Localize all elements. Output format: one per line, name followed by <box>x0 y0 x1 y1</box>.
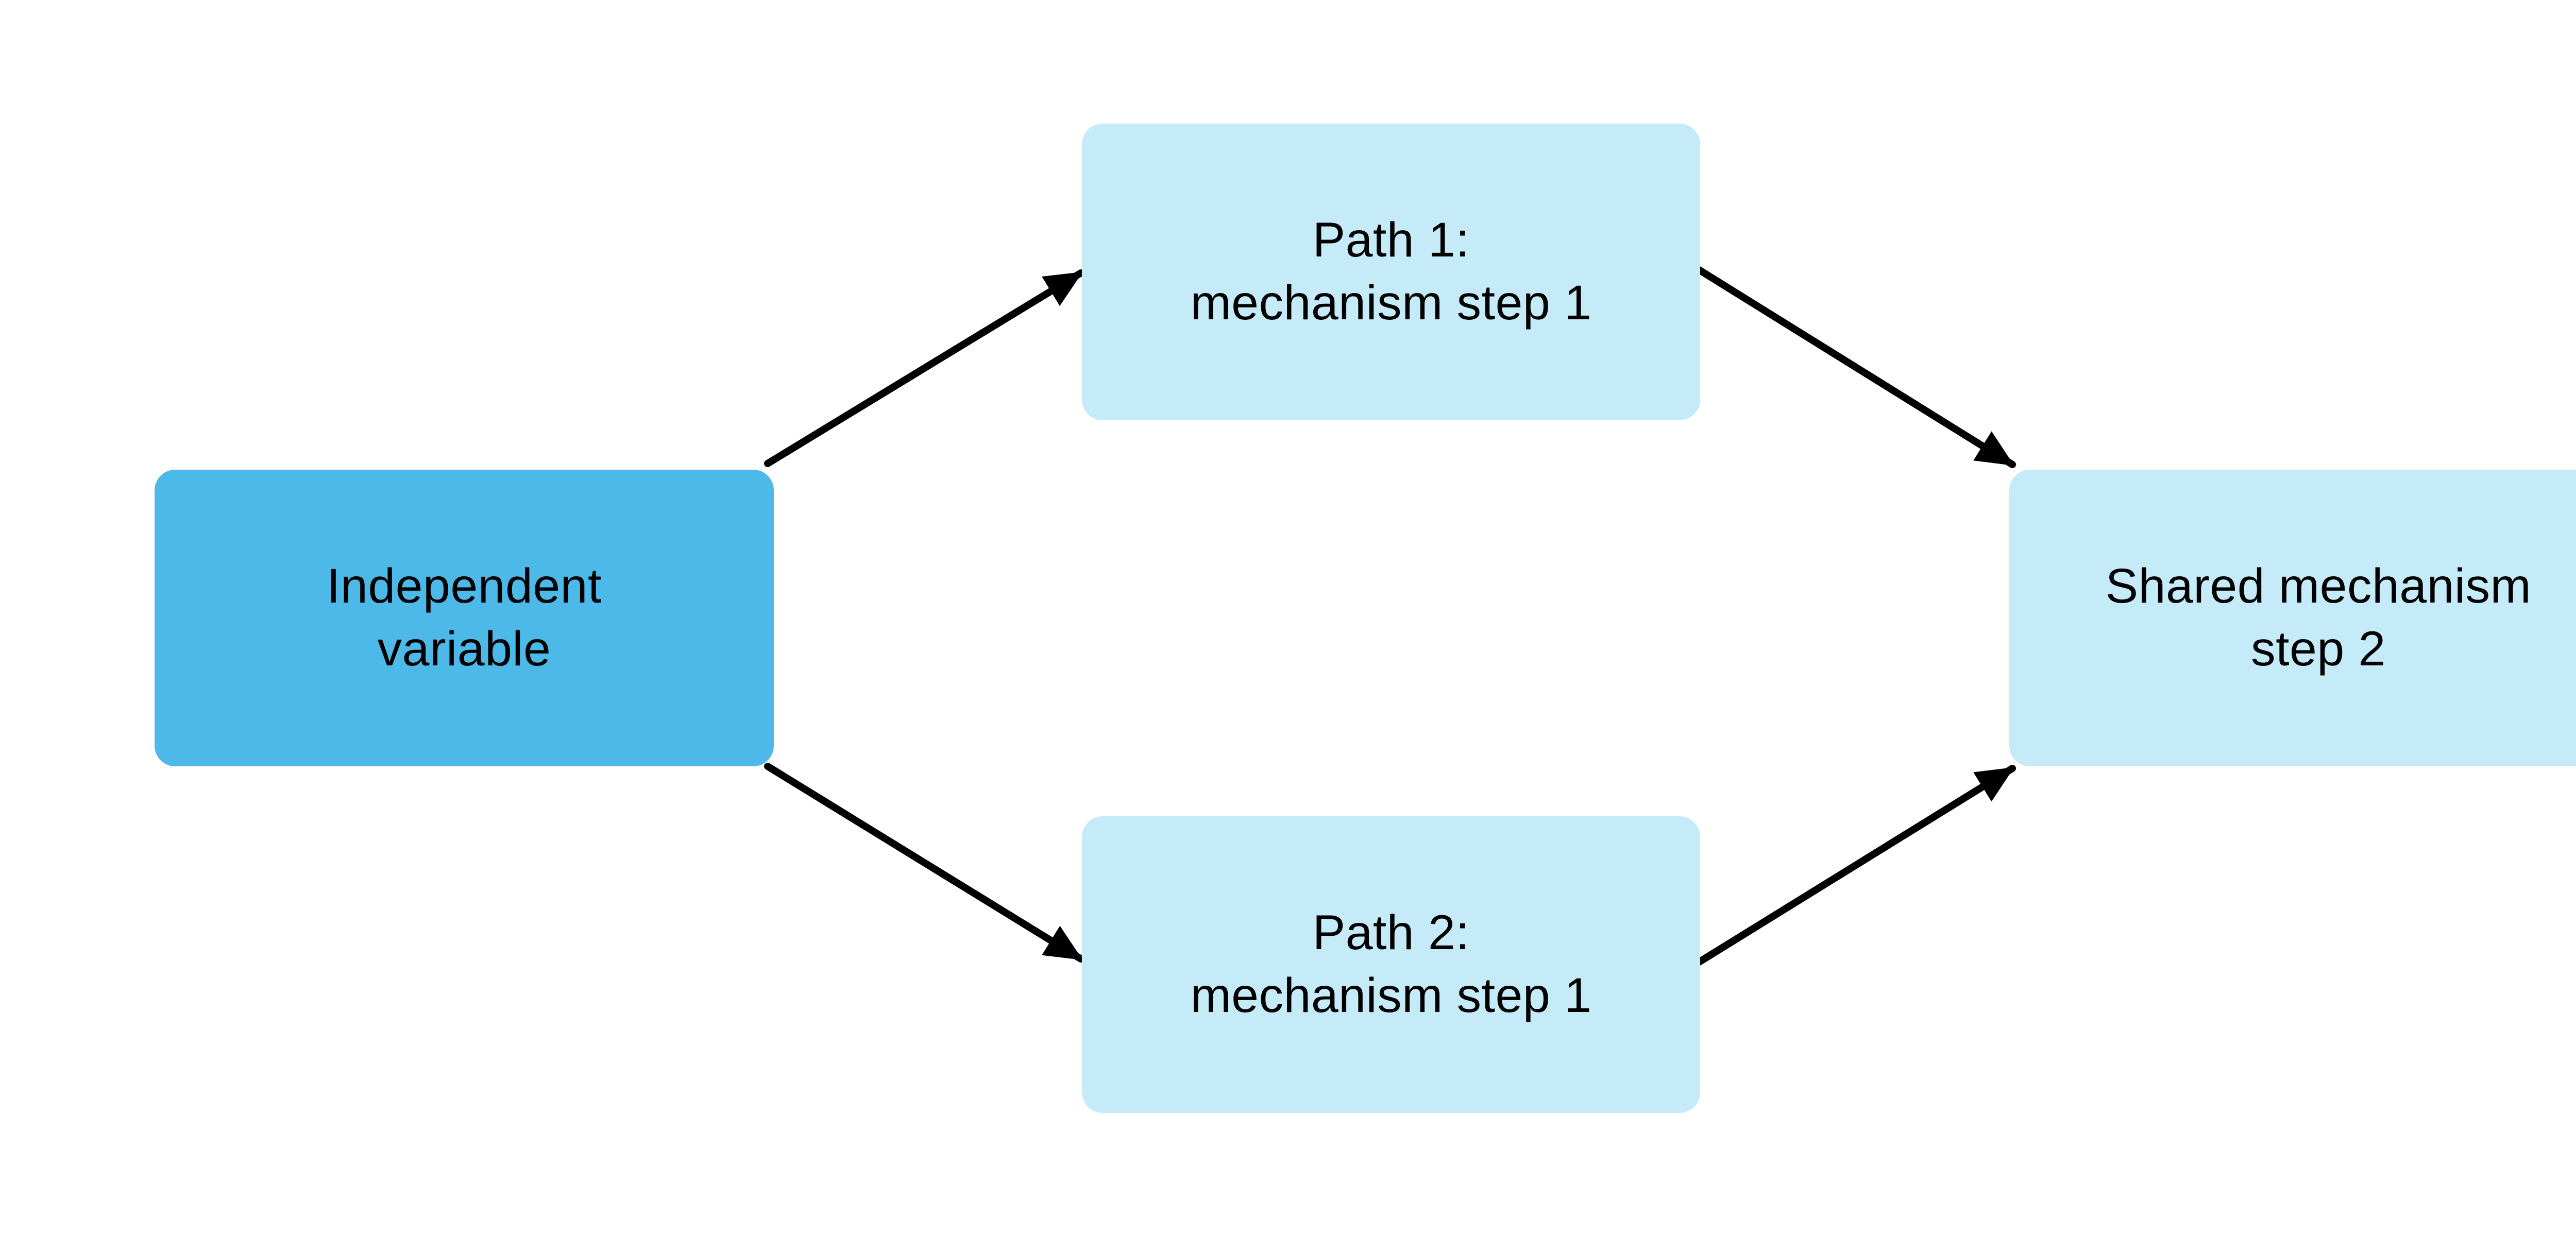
node-label-path-1-mechanism-step-1: Path 1: mechanism step 1 <box>1190 213 1592 330</box>
node-independent-variable[interactable]: Independent variable <box>155 470 774 766</box>
node-label-shared-mechanism-step-2: Shared mechanism step 2 <box>2105 559 2532 676</box>
node-label-independent-variable: Independent variable <box>327 559 602 676</box>
node-path-2-mechanism-step-1[interactable]: Path 2: mechanism step 1 <box>1082 816 1700 1113</box>
edge-independent-to-path-1 <box>764 269 1084 467</box>
edge-independent-to-path-2 <box>764 763 1084 963</box>
node-shared-mechanism-step-2[interactable]: Shared mechanism step 2 <box>2009 470 2576 766</box>
edge-path-1-to-shared <box>1696 266 2016 468</box>
node-path-1-mechanism-step-1[interactable]: Path 1: mechanism step 1 <box>1082 124 1700 420</box>
node-label-path-2-mechanism-step-1: Path 2: mechanism step 1 <box>1190 905 1592 1023</box>
edge-path-2-to-shared <box>1696 765 2016 966</box>
